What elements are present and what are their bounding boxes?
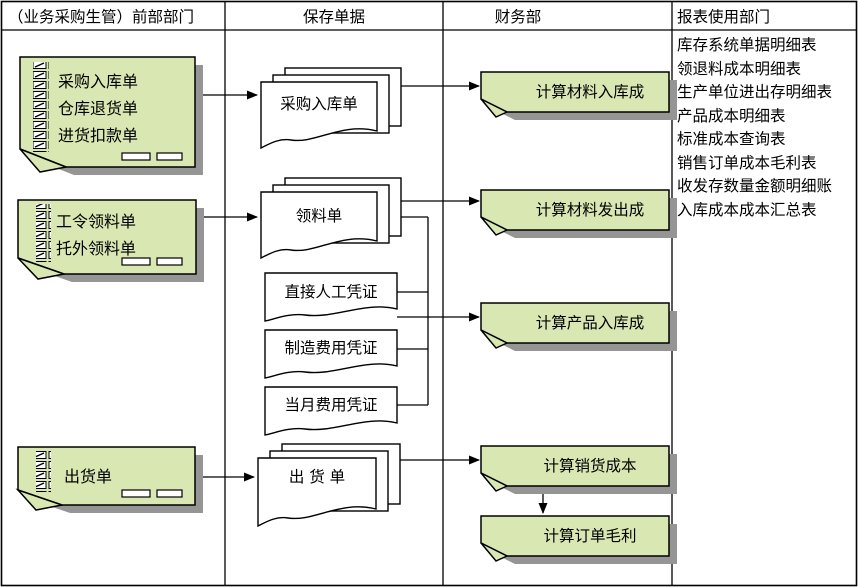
note-line: 托外领料单 [56,239,137,258]
note-line: 工令领料单 [56,212,137,231]
purchase-note-shape [19,56,203,175]
direct-labor-voucher-label: 直接人工凭证 [284,283,378,301]
finance-step2-label: 计算材料发出成 [535,201,645,219]
note-line: 采购入库单 [58,72,139,91]
coil-binding-icon [33,62,49,152]
step5-shape [480,515,677,564]
shipment-order-stack-label: 出 货 单 [288,468,346,486]
folded-corner-icon [480,472,509,492]
finance-step-shapes [480,71,677,564]
note-line: 仓库退货单 [58,99,139,118]
finance-step4-label: 计算销货成本 [543,457,637,475]
manufacturing-overhead-voucher-shape [264,329,398,379]
folded-corner-icon [480,98,509,118]
report-item: 领退料成本明细表 [677,59,802,78]
report-item: 库存系统单据明细表 [677,36,817,54]
material-requisition-stack-label: 领料单 [295,207,343,225]
direct-labor-voucher-shape [264,272,398,322]
monthly-expense-voucher-label: 当月费用凭证 [284,396,378,414]
material-note-text: 工令领料单 托外领料单 [56,208,136,262]
coil-binding-icon [36,450,51,492]
material-note-shape [17,199,204,282]
manufacturing-overhead-voucher-label: 制造费用凭证 [284,339,378,357]
report-list: 库存系统单据明细表 领退料成本明细表 生产单位进出存明细表 产品成本明细表 标准… [677,34,855,222]
folded-corner-icon [480,216,509,236]
step1-shape [480,71,677,120]
report-item: 标准成本查询表 [677,130,786,148]
finance-step5-label: 计算订单毛利 [543,527,637,545]
report-item: 销售订单成本毛利表 [677,153,817,172]
purchase-receipt-stack-shape [260,67,402,150]
monthly-expense-voucher-shape [264,386,398,436]
note-line: 出货单 [64,467,113,486]
purchase-receipt-stack-label: 采购入库单 [280,95,358,113]
report-item: 生产单位进出存明细表 [677,83,833,101]
report-item: 收发存数量金额明细账 [677,177,833,195]
header-source-departments: （业务采购生管）前部部门 [8,8,195,26]
report-item: 入库成本成本汇总表 [677,200,817,219]
folded-corner-icon [480,542,509,562]
finance-step3-label: 计算产品入库成 [535,314,645,332]
step3-shape [480,302,677,351]
step2-shape [480,189,677,238]
report-item: 产品成本明细表 [677,106,786,125]
purchase-note-text: 采购入库单 仓库退货单 进货扣款单 [58,68,138,149]
folded-corner-icon [19,148,69,173]
folded-corner-icon [15,488,65,511]
folded-corner-icon [17,257,67,280]
header-report-users: 报表使用部门 [677,8,771,26]
step4-shape [480,445,677,494]
material-requisition-stack-shape [260,177,402,260]
shipment-order-stack-shape [257,443,401,528]
folded-corner-icon [480,329,509,349]
header-finance-department: 财务部 [494,8,542,26]
header-saved-documents: 保存单据 [302,8,365,26]
coil-binding-icon [36,204,51,262]
finance-step1-label: 计算材料入库成 [535,83,645,101]
shipment-note-text: 出货单 [64,463,112,490]
shipment-note-shape [15,446,203,513]
note-line: 进货扣款单 [58,126,139,145]
